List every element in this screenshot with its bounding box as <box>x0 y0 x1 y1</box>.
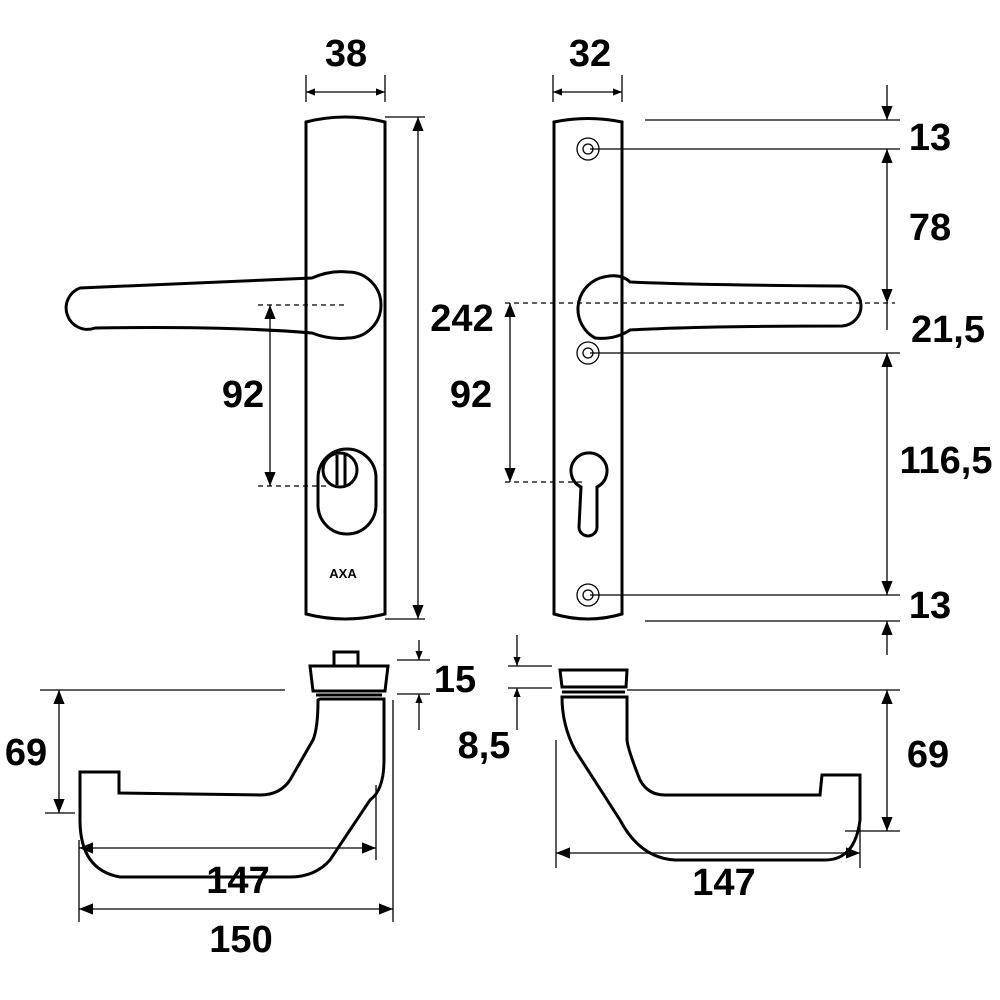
front-handle-side-view: 69 15 147 150 <box>5 640 476 961</box>
dim-chain-right: 13 78 21,5 116,5 13 <box>590 85 993 655</box>
svg-text:69: 69 <box>907 734 949 776</box>
svg-text:116,5: 116,5 <box>900 440 993 482</box>
svg-text:78: 78 <box>909 207 951 249</box>
dim-back-width: 32 <box>552 33 623 102</box>
svg-text:69: 69 <box>5 732 47 774</box>
svg-text:92: 92 <box>450 374 492 416</box>
dim-front-center: 92 <box>222 304 345 487</box>
svg-text:8,5: 8,5 <box>458 725 511 767</box>
svg-text:150: 150 <box>209 919 272 961</box>
svg-text:242: 242 <box>430 298 493 340</box>
svg-text:38: 38 <box>325 33 367 75</box>
dim-back-center: 92 <box>450 302 895 483</box>
thumb-turn-escutcheon <box>316 447 378 536</box>
dim-plate-height: 242 <box>385 116 500 620</box>
back-backplate <box>552 117 863 621</box>
keyhole-icon <box>569 451 609 538</box>
back-handle-side-view: 69 8,5 147 <box>458 635 949 904</box>
svg-text:13: 13 <box>909 585 951 627</box>
svg-text:92: 92 <box>222 374 264 416</box>
front-backplate: AXA <box>64 115 387 621</box>
dim-front-width: 38 <box>305 33 386 102</box>
svg-text:147: 147 <box>206 860 269 902</box>
svg-text:32: 32 <box>569 33 611 75</box>
svg-text:13: 13 <box>909 117 951 159</box>
svg-text:15: 15 <box>434 659 476 701</box>
svg-text:21,5: 21,5 <box>911 309 985 351</box>
svg-text:147: 147 <box>692 862 755 904</box>
brand-logo: AXA <box>329 566 357 581</box>
